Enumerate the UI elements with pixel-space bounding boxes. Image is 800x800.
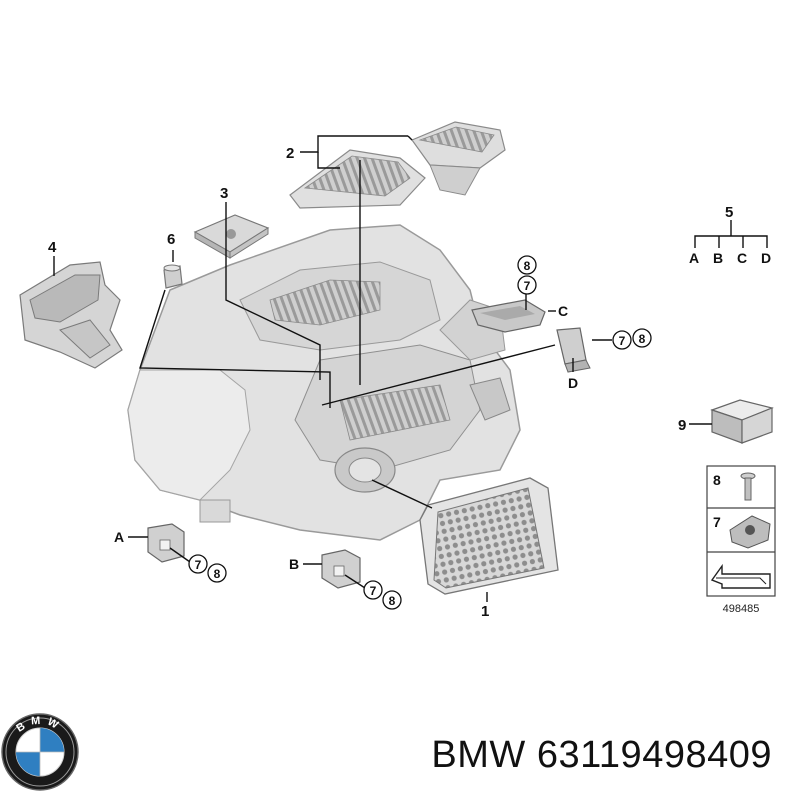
part-4-bracket [19, 261, 123, 369]
leader-lines [53, 135, 768, 602]
bracket-d [556, 327, 591, 373]
legend-label-7: 7 [713, 514, 721, 530]
bracket-c [471, 299, 546, 333]
letter-b: B [289, 556, 299, 572]
letter-a: A [114, 529, 124, 545]
letter-d-branch: D [761, 250, 771, 266]
part-6-cap [163, 264, 183, 289]
product-caption: BMW 63119498409 [431, 734, 772, 776]
circled-7-d: 7 [619, 334, 626, 348]
circled-8-b: 8 [389, 594, 396, 608]
clip-nut-icon [729, 515, 771, 549]
circled-8-a: 8 [214, 567, 221, 581]
callout-1: 1 [481, 603, 489, 620]
legend-box: 8 7 498485 [706, 465, 776, 615]
callout-9: 9 [678, 417, 686, 434]
callout-5: 5 [725, 204, 733, 221]
headlight-housing [127, 224, 521, 541]
circled-8-top: 8 [524, 259, 531, 273]
circled-7-a: 7 [195, 558, 202, 572]
callout-6: 6 [167, 231, 175, 248]
circled-7-top: 7 [524, 279, 531, 293]
callout-2: 2 [286, 145, 294, 162]
circled-8-d: 8 [639, 332, 646, 346]
bracket-a [147, 523, 185, 563]
letter-d: D [568, 375, 578, 391]
callout-3: 3 [220, 185, 228, 202]
letter-c: C [558, 303, 568, 319]
callout-4: 4 [48, 239, 57, 256]
circled-7-b: 7 [370, 584, 377, 598]
legend-label-8: 8 [713, 472, 721, 488]
legend-code: 498485 [723, 603, 760, 615]
bracket-b [321, 549, 361, 589]
part-9-block [710, 399, 774, 444]
screw-icon [740, 472, 756, 501]
part-3-control-unit [193, 214, 270, 259]
letter-b-branch: B [713, 250, 723, 266]
letter-c-branch: C [737, 250, 747, 266]
part-1-led-module [419, 477, 559, 595]
letter-a-branch: A [689, 250, 699, 266]
bmw-logo: BMW [1, 713, 79, 791]
arrow-icon [710, 563, 771, 589]
part-2-heatsinks [289, 121, 506, 209]
callouts: 2 3 4 6 5 1 9 A B C D C D A B 8 7 7 8 7 … [48, 145, 771, 620]
